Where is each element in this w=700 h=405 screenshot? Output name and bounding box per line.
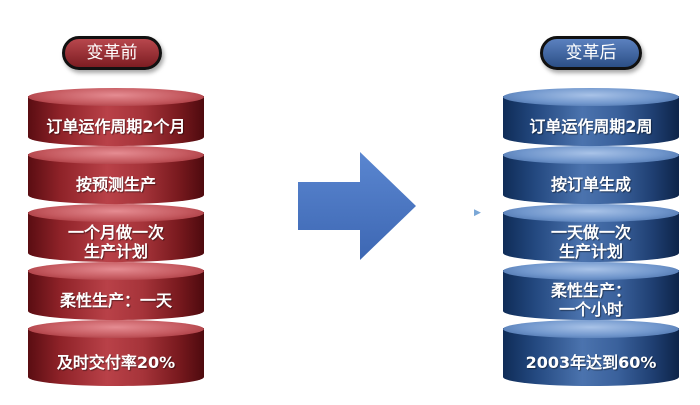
- before-stack: 订单运作周期2个月 按预测生产 一个月做一次 生产计划 柔性生产：一天 及时交付…: [28, 88, 204, 386]
- before-layer-label: 一个月做一次 生产计划: [67, 223, 164, 261]
- before-layer-label: 按预测生产: [75, 174, 156, 194]
- after-layer-label: 订单运作周期2周: [529, 116, 653, 136]
- before-layer-3: 一个月做一次 生产计划: [28, 204, 204, 262]
- before-layer-1: 订单运作周期2个月: [28, 88, 204, 146]
- small-marker-icon: ▶: [474, 208, 481, 218]
- after-layer-label: 按订单生成: [550, 174, 631, 194]
- after-stack: 订单运作周期2周 按订单生成 一天做一次 生产计划 柔性生产： 一个小时 200…: [503, 88, 679, 386]
- before-layer-label: 及时交付率20%: [56, 352, 176, 372]
- after-layer-1: 订单运作周期2周: [503, 88, 679, 146]
- before-layer-5: 及时交付率20%: [28, 320, 204, 386]
- after-layer-4: 柔性生产： 一个小时: [503, 262, 679, 320]
- before-layer-label: 柔性生产：一天: [59, 290, 172, 310]
- after-layer-label: 2003年达到60%: [525, 352, 657, 372]
- before-layer-4: 柔性生产：一天: [28, 262, 204, 320]
- after-layer-2: 按订单生成: [503, 146, 679, 204]
- after-layer-3: 一天做一次 生产计划: [503, 204, 679, 262]
- before-title-badge: 变革前: [62, 36, 162, 70]
- before-layer-2: 按预测生产: [28, 146, 204, 204]
- after-layer-5: 2003年达到60%: [503, 320, 679, 386]
- after-layer-label: 一天做一次 生产计划: [550, 223, 631, 261]
- after-layer-label: 柔性生产： 一个小时: [550, 281, 631, 319]
- after-title-badge: 变革后: [540, 36, 642, 70]
- right-arrow-icon: [298, 152, 416, 260]
- before-layer-label: 订单运作周期2个月: [46, 116, 186, 136]
